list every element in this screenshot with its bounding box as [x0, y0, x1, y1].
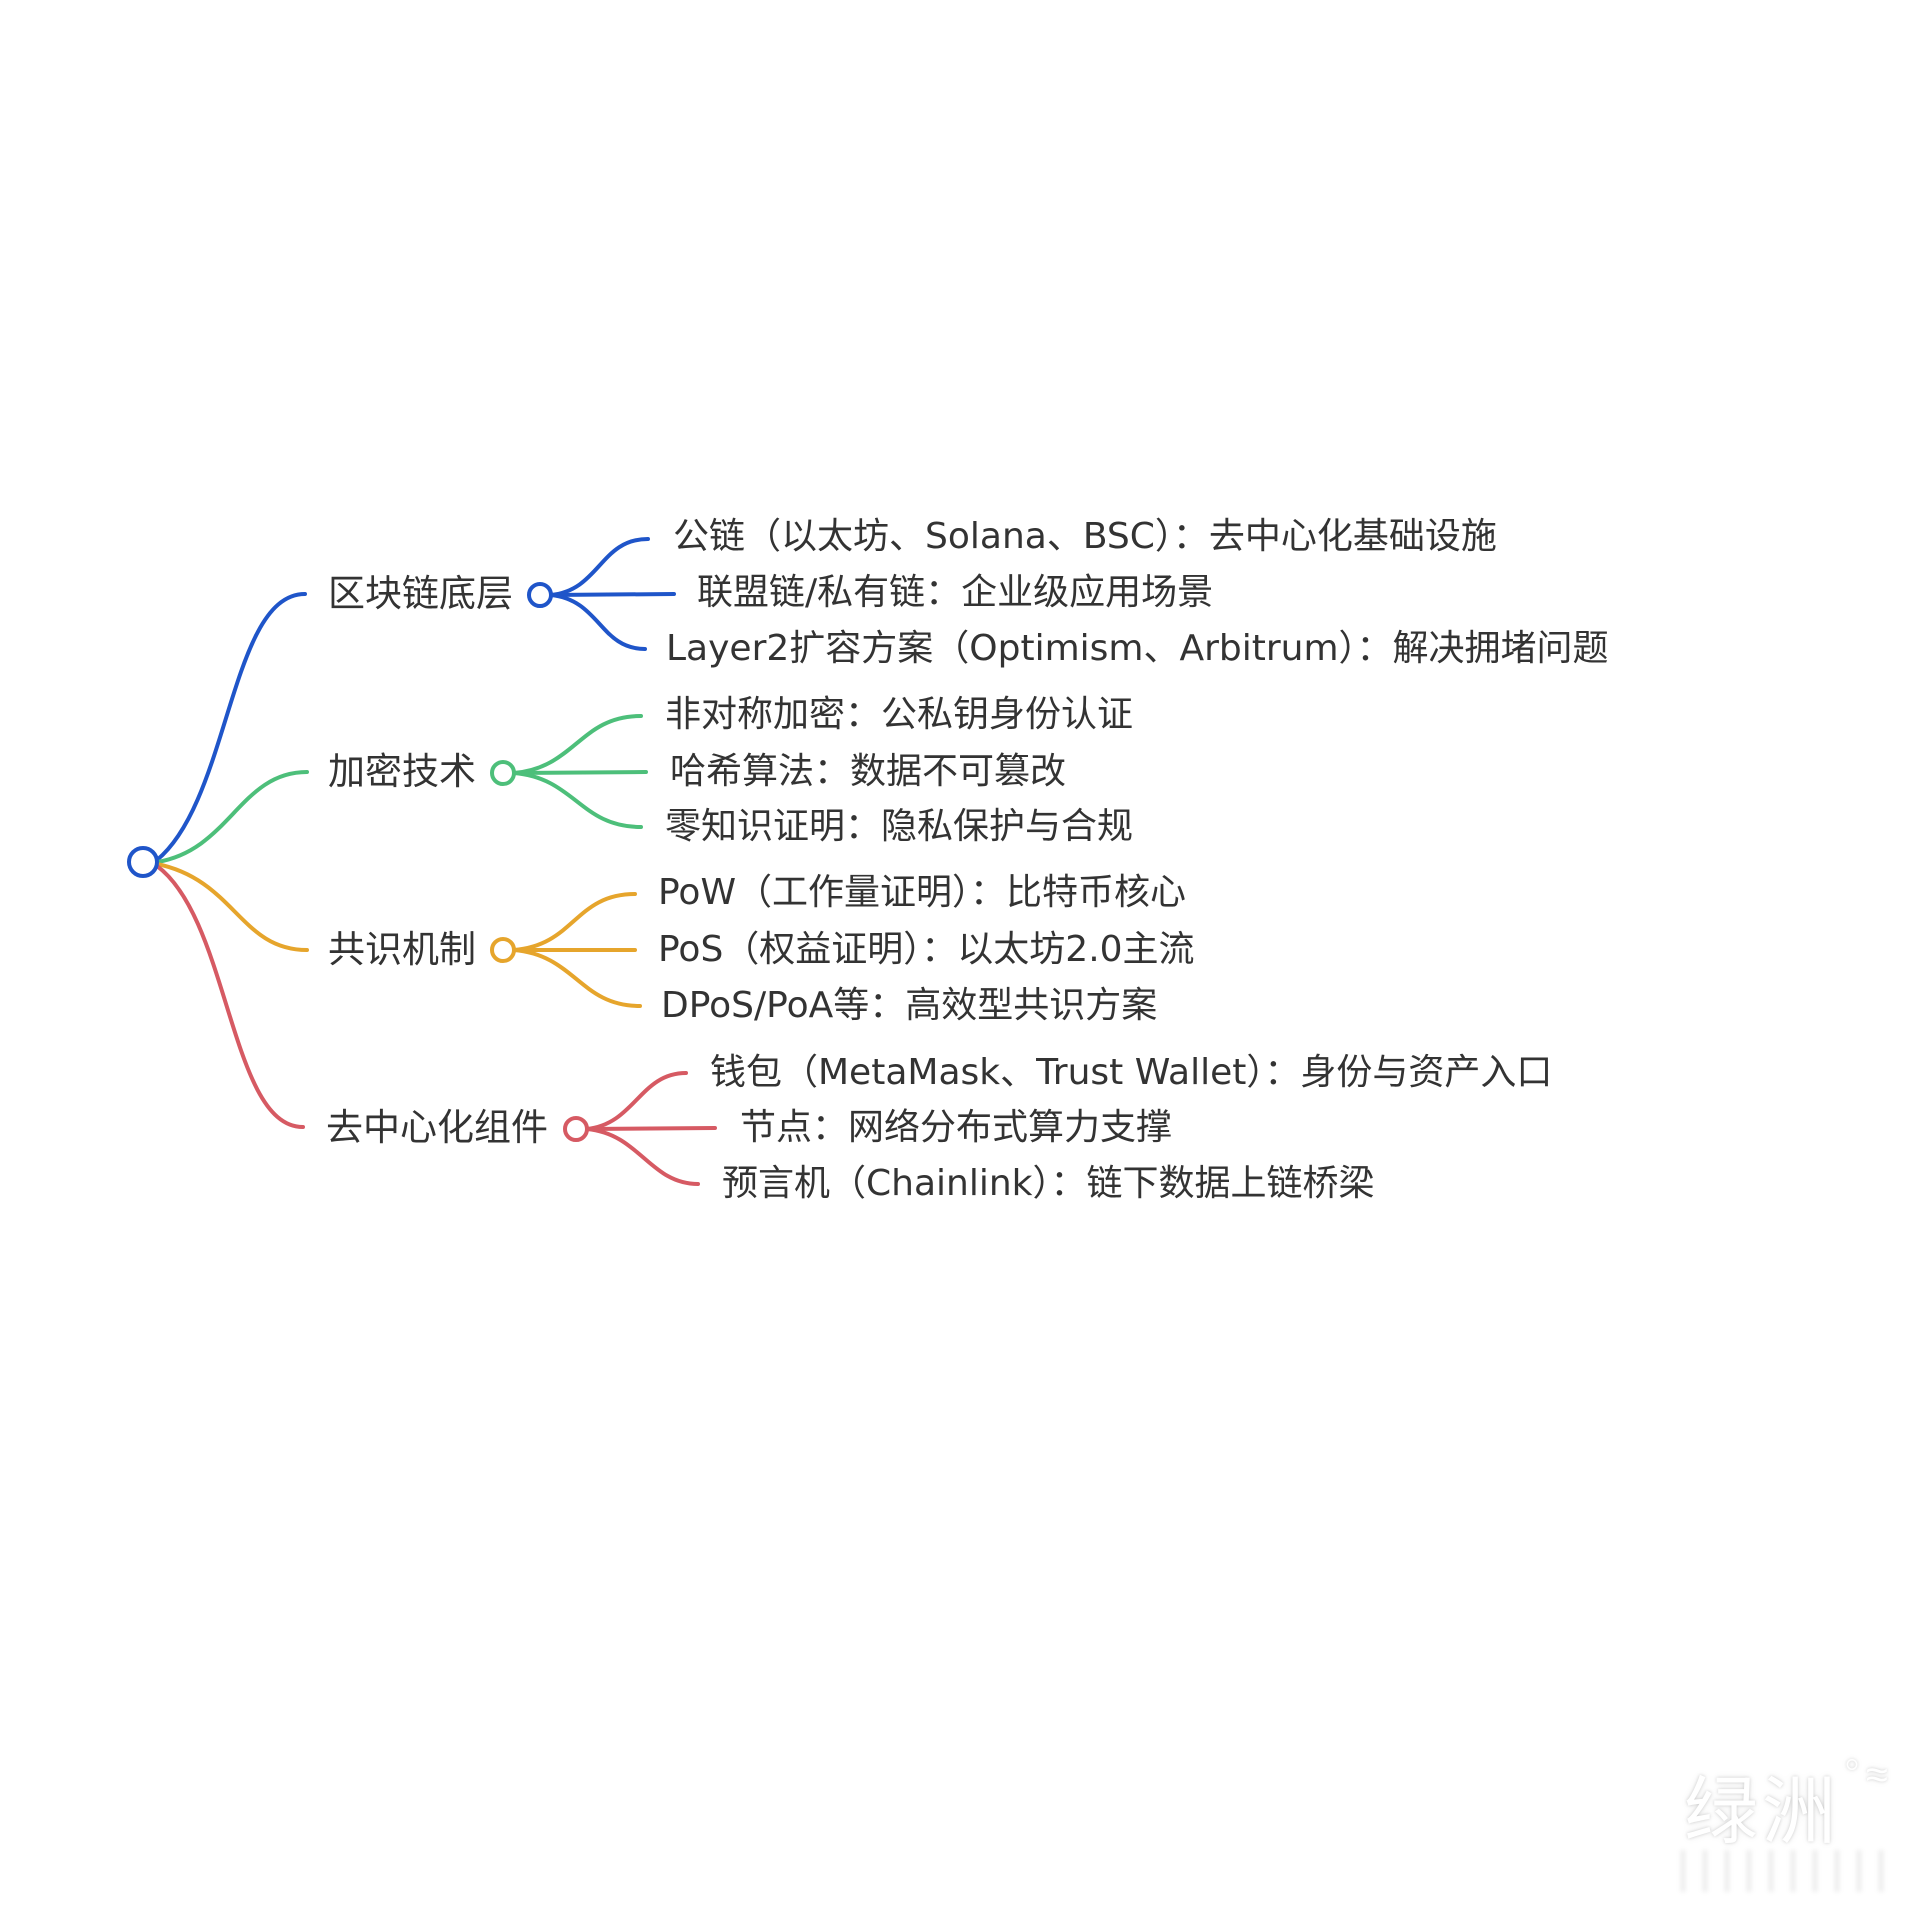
- connector-yellow-leaf-1: [512, 892, 637, 952]
- watermark-text: 绿洲: [1684, 1769, 1841, 1855]
- branch-label-blockchain[interactable]: 区块链底层: [328, 572, 513, 615]
- leaf-consortium-chain[interactable]: 联盟链/私有链：企业级应用场景: [697, 572, 1214, 613]
- connector-green-leaf-3: [512, 771, 643, 829]
- watermark-logo: 绿洲°≈: [1684, 1752, 1892, 1859]
- connector-blue-leaf-2: [549, 592, 676, 597]
- wave-icon: °≈: [1842, 1752, 1892, 1798]
- connector-red-leaf-1: [585, 1071, 688, 1131]
- leaf-layer2[interactable]: Layer2扩容方案（Optimism、Arbitrum）：解决拥堵问题: [666, 628, 1609, 669]
- branch-node-crypto[interactable]: [490, 760, 516, 786]
- leaf-node[interactable]: 节点：网络分布式算力支撑: [740, 1107, 1173, 1148]
- branch-label-components[interactable]: 去中心化组件: [326, 1106, 548, 1149]
- connector-blue-leaf-1: [549, 537, 650, 597]
- leaf-public-chain[interactable]: 公链（以太坊、Solana、BSC）：去中心化基础设施: [673, 516, 1497, 557]
- connector-blue-leaf-3: [549, 593, 647, 651]
- branch-node-blockchain[interactable]: [527, 582, 553, 608]
- branch-node-consensus[interactable]: [490, 937, 516, 963]
- connector-red-leaf-3: [585, 1127, 700, 1186]
- connector-yellow-leaf-3: [512, 948, 642, 1008]
- connector-red-leaf-2: [585, 1126, 717, 1131]
- root-node[interactable]: [127, 846, 159, 878]
- branch-label-crypto[interactable]: 加密技术: [328, 750, 476, 793]
- leaf-pow[interactable]: PoW（工作量证明）：比特币核心: [658, 872, 1187, 913]
- leaf-pos[interactable]: PoS（权益证明）：以太坊2.0主流: [658, 929, 1195, 970]
- branch-node-components[interactable]: [563, 1116, 589, 1142]
- leaf-oracle[interactable]: 预言机（Chainlink）：链下数据上链桥梁: [722, 1163, 1375, 1204]
- leaf-zero-knowledge-proof[interactable]: 零知识证明：隐私保护与合规: [665, 806, 1134, 847]
- watermark-blur-decoration: [1680, 1850, 1900, 1892]
- connector-green-leaf-1: [512, 714, 643, 775]
- connector-root-components: [155, 864, 305, 1129]
- branch-label-consensus[interactable]: 共识机制: [328, 928, 476, 971]
- leaf-hash-algorithm[interactable]: 哈希算法：数据不可篡改: [670, 751, 1067, 792]
- leaf-asymmetric-encryption[interactable]: 非对称加密：公私钥身份认证: [665, 694, 1134, 735]
- leaf-dpos-poa[interactable]: DPoS/PoA等：高效型共识方案: [661, 985, 1158, 1026]
- connector-root-consensus: [155, 862, 309, 952]
- leaf-wallet[interactable]: 钱包（MetaMask、Trust Wallet）：身份与资产入口: [710, 1052, 1553, 1093]
- connector-root-blockchain: [155, 592, 307, 862]
- connector-green-leaf-2: [512, 770, 648, 775]
- connector-root-crypto: [155, 770, 309, 864]
